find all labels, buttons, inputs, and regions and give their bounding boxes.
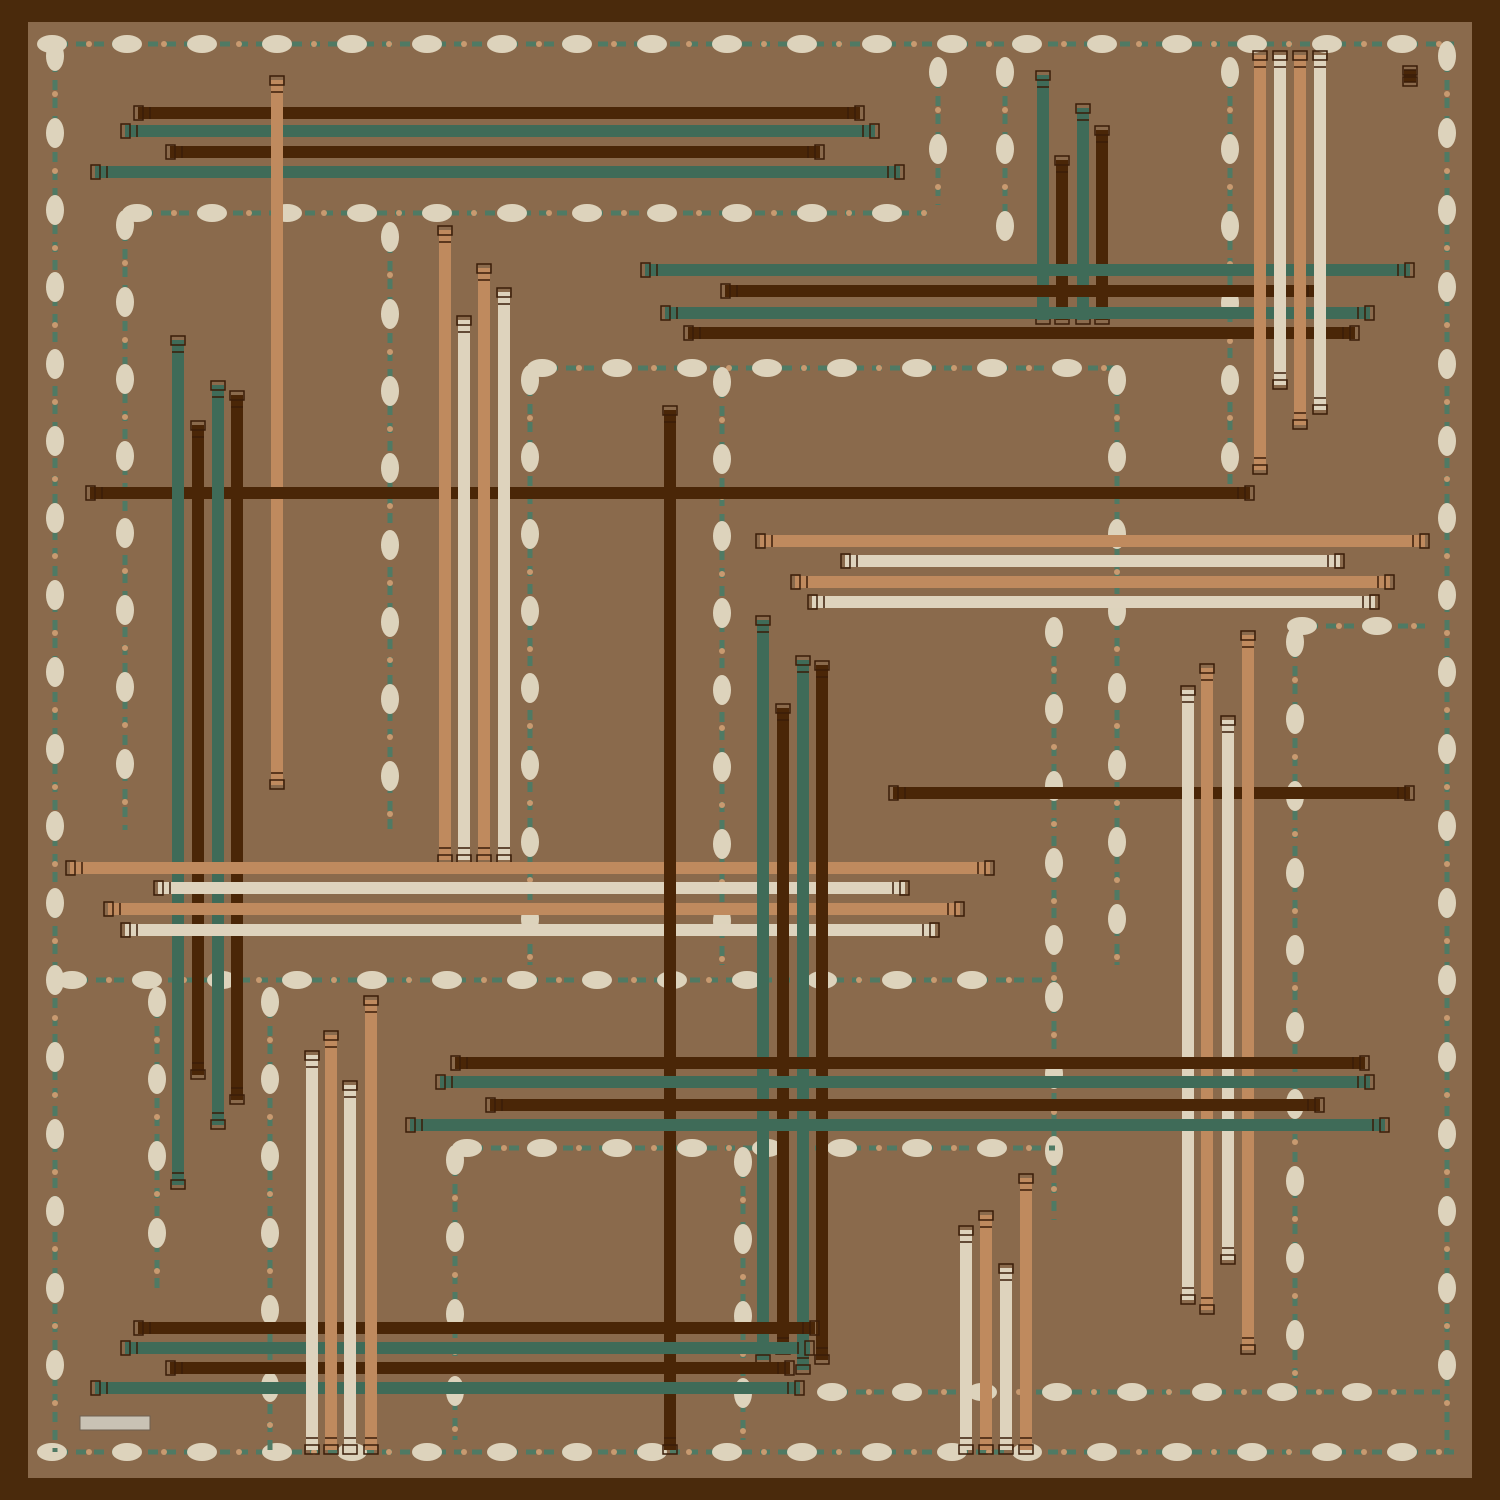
strap-vertical: [1240, 630, 1256, 1355]
chain-horizontal: [122, 204, 930, 222]
strap-horizontal: [720, 283, 1325, 299]
strap-horizontal: [807, 594, 1380, 610]
strap-horizontal: [133, 1320, 820, 1336]
strap-vertical: [1252, 50, 1268, 475]
strap-vertical: [1272, 50, 1288, 390]
chain-vertical: [148, 987, 166, 1290]
strap-vertical: [190, 420, 206, 1080]
strap-vertical: [1180, 685, 1196, 1305]
strap-vertical: [1220, 715, 1236, 1265]
strap-horizontal: [755, 533, 1430, 549]
strap-horizontal: [165, 1360, 795, 1376]
chain-vertical: [116, 210, 134, 830]
strap-vertical: [269, 75, 285, 790]
strap-horizontal: [90, 164, 905, 180]
strap-vertical: [1402, 65, 1418, 87]
strap-horizontal: [120, 922, 940, 938]
strap-vertical: [456, 315, 472, 865]
strap-vertical: [342, 1080, 358, 1455]
strap-vertical: [437, 225, 453, 865]
strap-vertical: [998, 1263, 1014, 1455]
strap-horizontal: [405, 1117, 1390, 1133]
strap-vertical: [210, 380, 226, 1130]
strap-horizontal: [103, 901, 965, 917]
strap-vertical: [1018, 1173, 1034, 1455]
strap-vertical: [304, 1050, 320, 1455]
strap-vertical: [476, 263, 492, 865]
strap-horizontal: [640, 262, 1415, 278]
chain-vertical: [381, 222, 399, 835]
chain-vertical: [1221, 57, 1239, 485]
strap-horizontal: [485, 1097, 1325, 1113]
strap-horizontal: [90, 1380, 805, 1396]
chain-vertical: [1438, 41, 1456, 1452]
chain-vertical: [1108, 365, 1126, 965]
strap-horizontal: [450, 1055, 1370, 1071]
strap-vertical: [1292, 50, 1308, 430]
strap-vertical: [978, 1210, 994, 1455]
label-tag: [79, 1415, 151, 1431]
strap-horizontal: [888, 785, 1415, 801]
chain-vertical: [46, 41, 64, 1452]
strap-vertical: [775, 703, 791, 1355]
chain-horizontal: [37, 35, 1460, 53]
strap-vertical: [229, 390, 245, 1105]
chain-vertical: [929, 57, 947, 205]
strap-layer: [65, 50, 1430, 1455]
chain-horizontal: [817, 1383, 1440, 1401]
strap-horizontal: [153, 880, 910, 896]
strap-vertical: [755, 615, 771, 1365]
strap-vertical: [795, 655, 811, 1375]
chain-horizontal: [527, 359, 1120, 377]
chain-vertical: [713, 367, 731, 965]
strap-horizontal: [660, 305, 1375, 321]
strap-vertical: [1199, 663, 1215, 1315]
strap-vertical: [958, 1225, 974, 1455]
strap-horizontal: [65, 860, 995, 876]
strap-vertical: [363, 995, 379, 1455]
strap-vertical: [1312, 50, 1328, 415]
chain-horizontal: [37, 1443, 1460, 1461]
strap-vertical: [1054, 155, 1070, 325]
strap-vertical: [814, 660, 830, 1365]
strap-vertical: [662, 405, 678, 1455]
strap-vertical: [170, 335, 186, 1190]
strap-horizontal: [683, 325, 1360, 341]
strap-horizontal: [133, 105, 865, 121]
strap-horizontal: [165, 144, 825, 160]
strap-horizontal: [435, 1074, 1375, 1090]
strap-horizontal: [120, 1340, 815, 1356]
strap-horizontal: [840, 553, 1345, 569]
chain-vertical: [996, 57, 1014, 241]
strap-vertical: [496, 287, 512, 865]
strap-vertical: [323, 1030, 339, 1455]
strap-horizontal: [120, 123, 880, 139]
strap-horizontal: [790, 574, 1395, 590]
